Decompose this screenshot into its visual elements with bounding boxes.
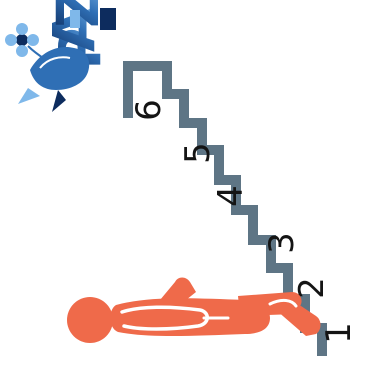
logo-accent: [70, 10, 80, 28]
step-label-5: 5: [178, 142, 218, 164]
step-label-6: 6: [129, 99, 169, 121]
peace-dove-icon: [18, 47, 89, 112]
logo-accent: [100, 8, 116, 30]
person-figure-icon: [67, 278, 321, 344]
step-label-3: 3: [262, 232, 302, 254]
step-label-1: 1: [319, 322, 359, 344]
step-label-4: 4: [211, 185, 251, 207]
